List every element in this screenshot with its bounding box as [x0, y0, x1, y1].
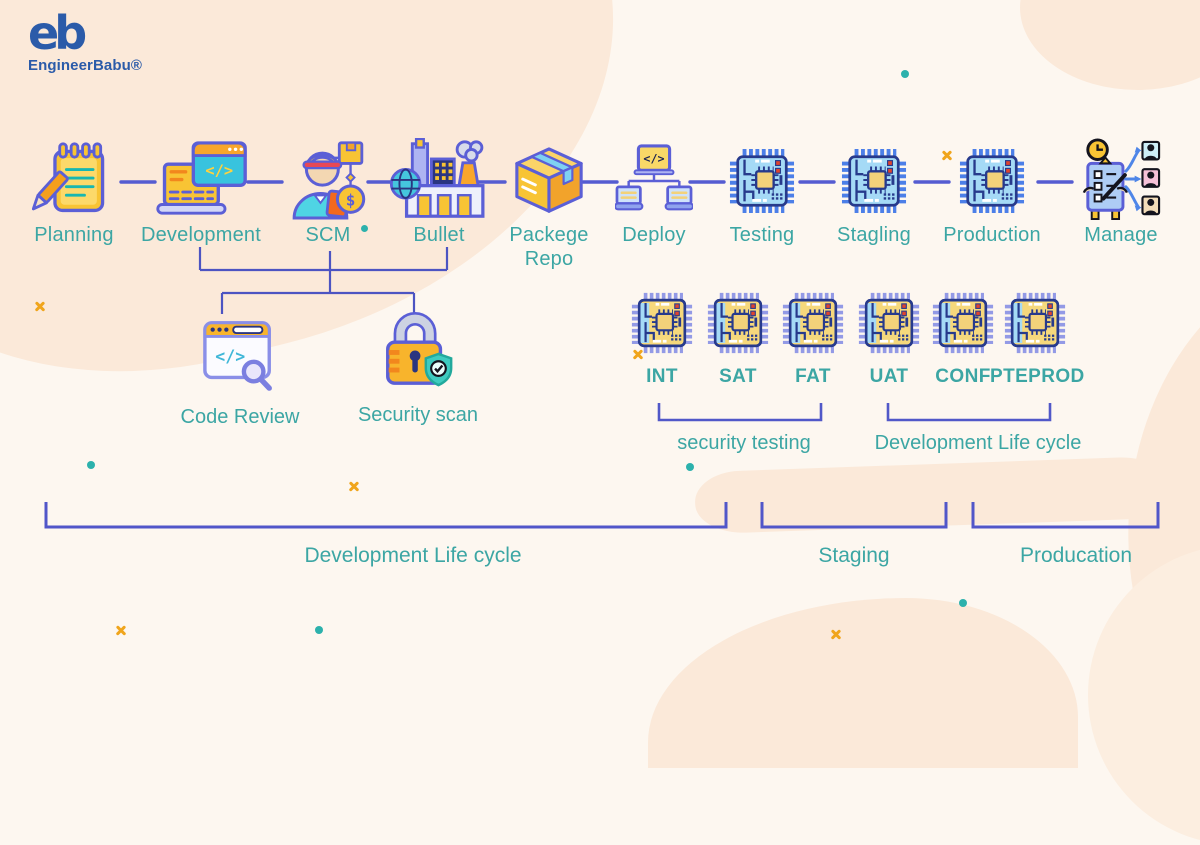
chip-icon — [932, 292, 994, 354]
env-conf: CONF — [918, 292, 1008, 388]
branch-label: Security scan — [357, 404, 479, 426]
security-scan-icon — [378, 309, 458, 393]
step-label: Stagling — [837, 224, 911, 246]
decor-dot — [87, 461, 95, 469]
deploy-network-icon — [615, 144, 693, 220]
decor-cross — [941, 150, 953, 162]
pipeline-step-testing: Testing — [697, 138, 827, 247]
phase-label-staging: Staging — [818, 544, 890, 567]
step-label-line2: Repo — [524, 248, 574, 271]
env-label: CONF — [935, 366, 991, 387]
step-label: SCM — [305, 224, 351, 246]
chip-icon — [782, 292, 844, 354]
pipeline-step-scm: SCM — [263, 138, 393, 247]
pipeline-step-bullet: Bullet — [374, 138, 504, 247]
chip-icon — [858, 292, 920, 354]
env-int: INT — [617, 292, 707, 388]
chip-icon — [959, 148, 1025, 214]
code-review-icon — [201, 313, 279, 395]
step-label-line1: Packege — [509, 224, 589, 246]
chip-icon — [631, 292, 693, 354]
env-fat: FAT — [768, 292, 858, 388]
group-label-dev-life-cycle: Development Life cycle — [874, 432, 1082, 454]
devops-lifecycle-diagram: </> $ — [0, 0, 1200, 678]
phase-label-production: Producation — [1019, 544, 1133, 567]
phase-label-development: Development Life cycle — [304, 544, 522, 567]
decor-dot — [959, 599, 967, 607]
decor-cross — [632, 349, 644, 361]
step-label: Testing — [729, 224, 795, 246]
step-label: Planning — [34, 224, 114, 246]
decor-cross — [830, 629, 842, 641]
branch-security-scan: Security scan — [338, 309, 498, 427]
decor-dot — [686, 463, 694, 471]
env-label: INT — [646, 366, 678, 387]
decor-cross — [115, 625, 127, 637]
connector-lines-layer — [44, 180, 1160, 529]
step-label: Bullet — [413, 224, 465, 246]
package-box-icon — [510, 146, 588, 220]
env-sat: SAT — [693, 292, 783, 388]
brand-logo: eb EngineerBabu® — [28, 10, 142, 74]
decor-cross — [348, 481, 360, 493]
env-group-brackets — [657, 403, 1052, 422]
notepad-icon — [32, 140, 116, 220]
laptop-code-icon — [153, 141, 249, 220]
env-label: FAT — [795, 366, 831, 387]
pipeline-step-deploy: Deploy — [589, 138, 719, 247]
step-label: Production — [943, 224, 1041, 246]
env-uat: UAT — [844, 292, 934, 388]
chip-icon — [707, 292, 769, 354]
pipeline-step-stagling: Stagling — [809, 138, 939, 247]
env-label: PTEPROD — [990, 366, 1085, 387]
pipeline-step-manage: Manage — [1056, 138, 1186, 247]
manage-icon — [1080, 138, 1162, 220]
decor-cross — [34, 301, 46, 313]
branch-label: Code Review — [180, 406, 300, 428]
phase-brackets — [44, 502, 1160, 529]
decor-dot — [361, 225, 368, 232]
brand-logo-mark: eb — [28, 6, 87, 60]
step-label: Deploy — [622, 224, 686, 246]
step-label: Manage — [1084, 224, 1158, 246]
decor-dot — [315, 626, 323, 634]
chip-icon — [1004, 292, 1066, 354]
brand-name: EngineerBabu® — [28, 57, 143, 74]
group-label-security-testing: security testing — [677, 432, 811, 454]
chip-icon — [841, 148, 907, 214]
decor-dot — [901, 70, 909, 78]
env-label: SAT — [719, 366, 757, 387]
branch-code-review: Code Review — [162, 313, 318, 429]
factory-icon — [389, 138, 489, 220]
chip-icon — [729, 148, 795, 214]
env-pteprod: PTEPROD — [990, 292, 1085, 388]
pipeline-step-production: Production — [927, 138, 1057, 247]
pipeline-step-planning: Planning — [9, 138, 139, 247]
pipeline-step-development: Development — [136, 138, 266, 247]
env-label: UAT — [869, 366, 909, 387]
worker-icon — [281, 137, 375, 220]
step-label: Development — [140, 224, 262, 246]
branch-tree-lines — [198, 247, 449, 314]
